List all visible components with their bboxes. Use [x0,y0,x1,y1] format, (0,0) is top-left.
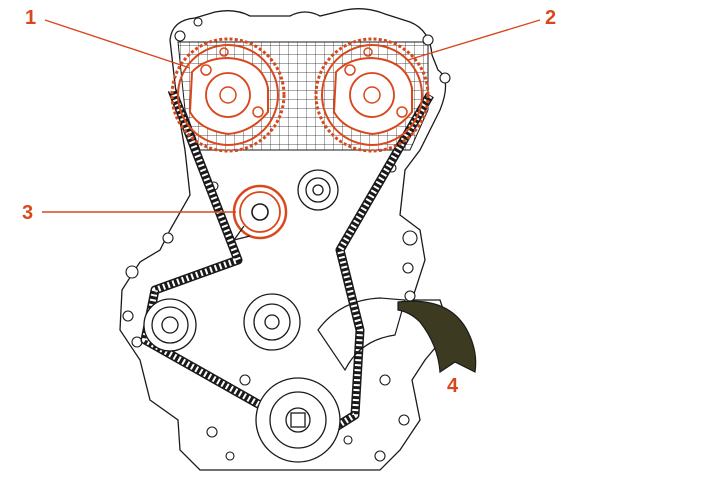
callout-leaders [42,19,541,213]
seal-plate [317,297,406,372]
special-tool [397,300,477,374]
tensioner-pulley [232,184,288,241]
water-pump-pulley [243,293,301,351]
idler-pulley [297,169,339,211]
aux-pulley [143,298,197,352]
callout-label-1: 1 [25,7,37,29]
leader-line-1 [44,19,191,69]
callout-label-3: 3 [22,202,34,224]
leader-line-2 [407,19,541,61]
callout-label-4: 4 [447,375,459,397]
crankshaft-pulley [255,377,341,463]
camshaft-sprocket-exhaust [314,37,430,153]
callout-label-2: 2 [545,7,557,29]
camshaft-sprocket-intake [170,37,286,153]
